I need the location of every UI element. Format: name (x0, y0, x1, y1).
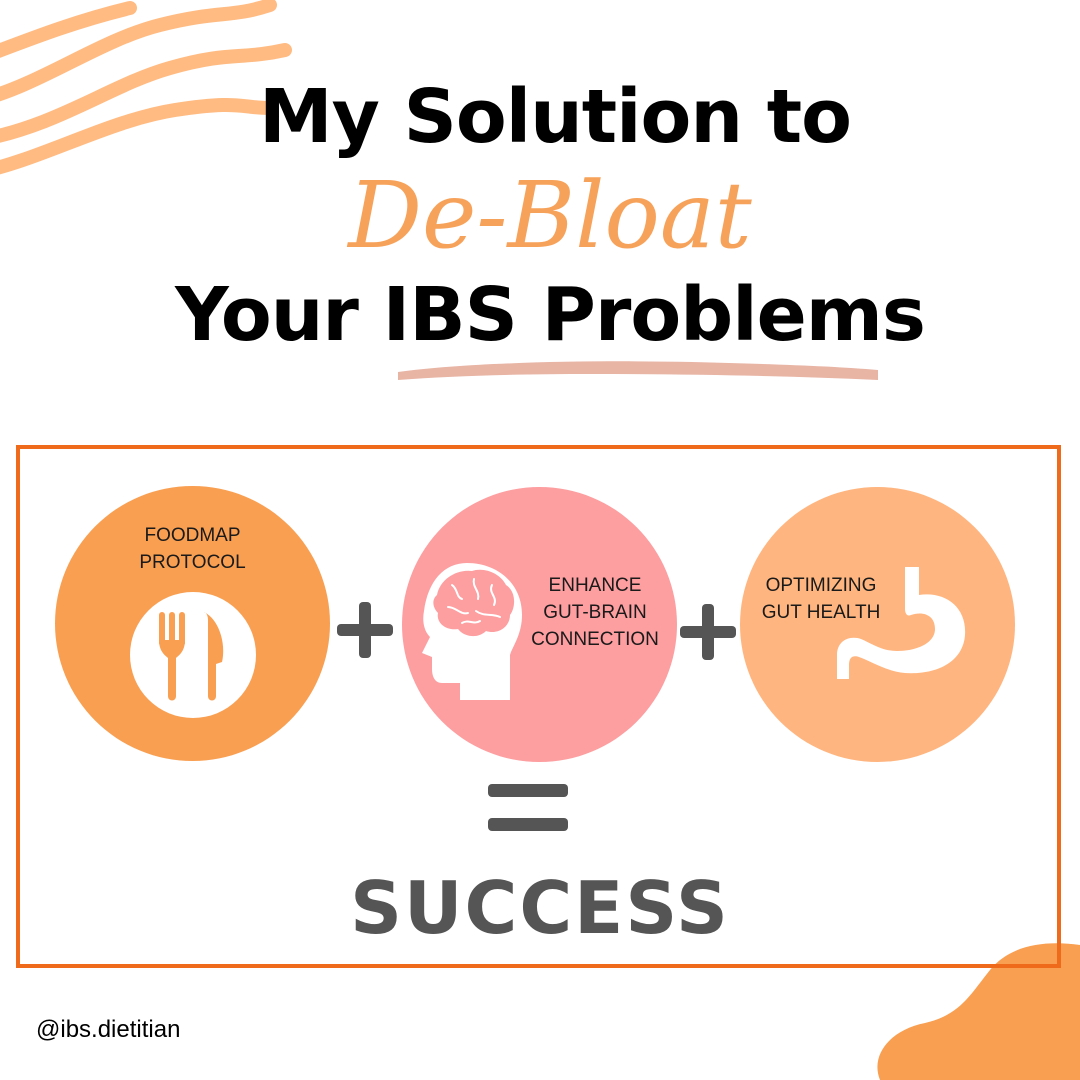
step-label-gut-brain: ENHANCE GUT-BRAIN CONNECTION (531, 575, 659, 650)
step-label-foodmap: FOODMAP PROTOCOL (139, 525, 246, 573)
step-label-gut-health: OPTIMIZING GUT HEALTH (761, 575, 881, 623)
stomach-icon (837, 567, 966, 679)
head-brain-icon (422, 563, 522, 700)
equals-operator (488, 784, 568, 831)
plus-operator (680, 604, 736, 660)
decorative-blob (877, 943, 1080, 1080)
solution-frame (16, 445, 1061, 968)
title-line-3: Your IBS Problems (175, 272, 926, 358)
title-line-2: De-Bloat (348, 162, 752, 269)
title-underline (398, 361, 878, 380)
social-handle: @ibs.dietitian (36, 1016, 181, 1043)
decorative-waves (0, 0, 292, 175)
plus-operator (337, 602, 393, 658)
fork-knife-icon (130, 592, 256, 718)
step-circle-gut-health (740, 487, 1015, 762)
result-text: SUCCESS (350, 866, 730, 950)
title-line-1: My Solution to (258, 74, 852, 160)
